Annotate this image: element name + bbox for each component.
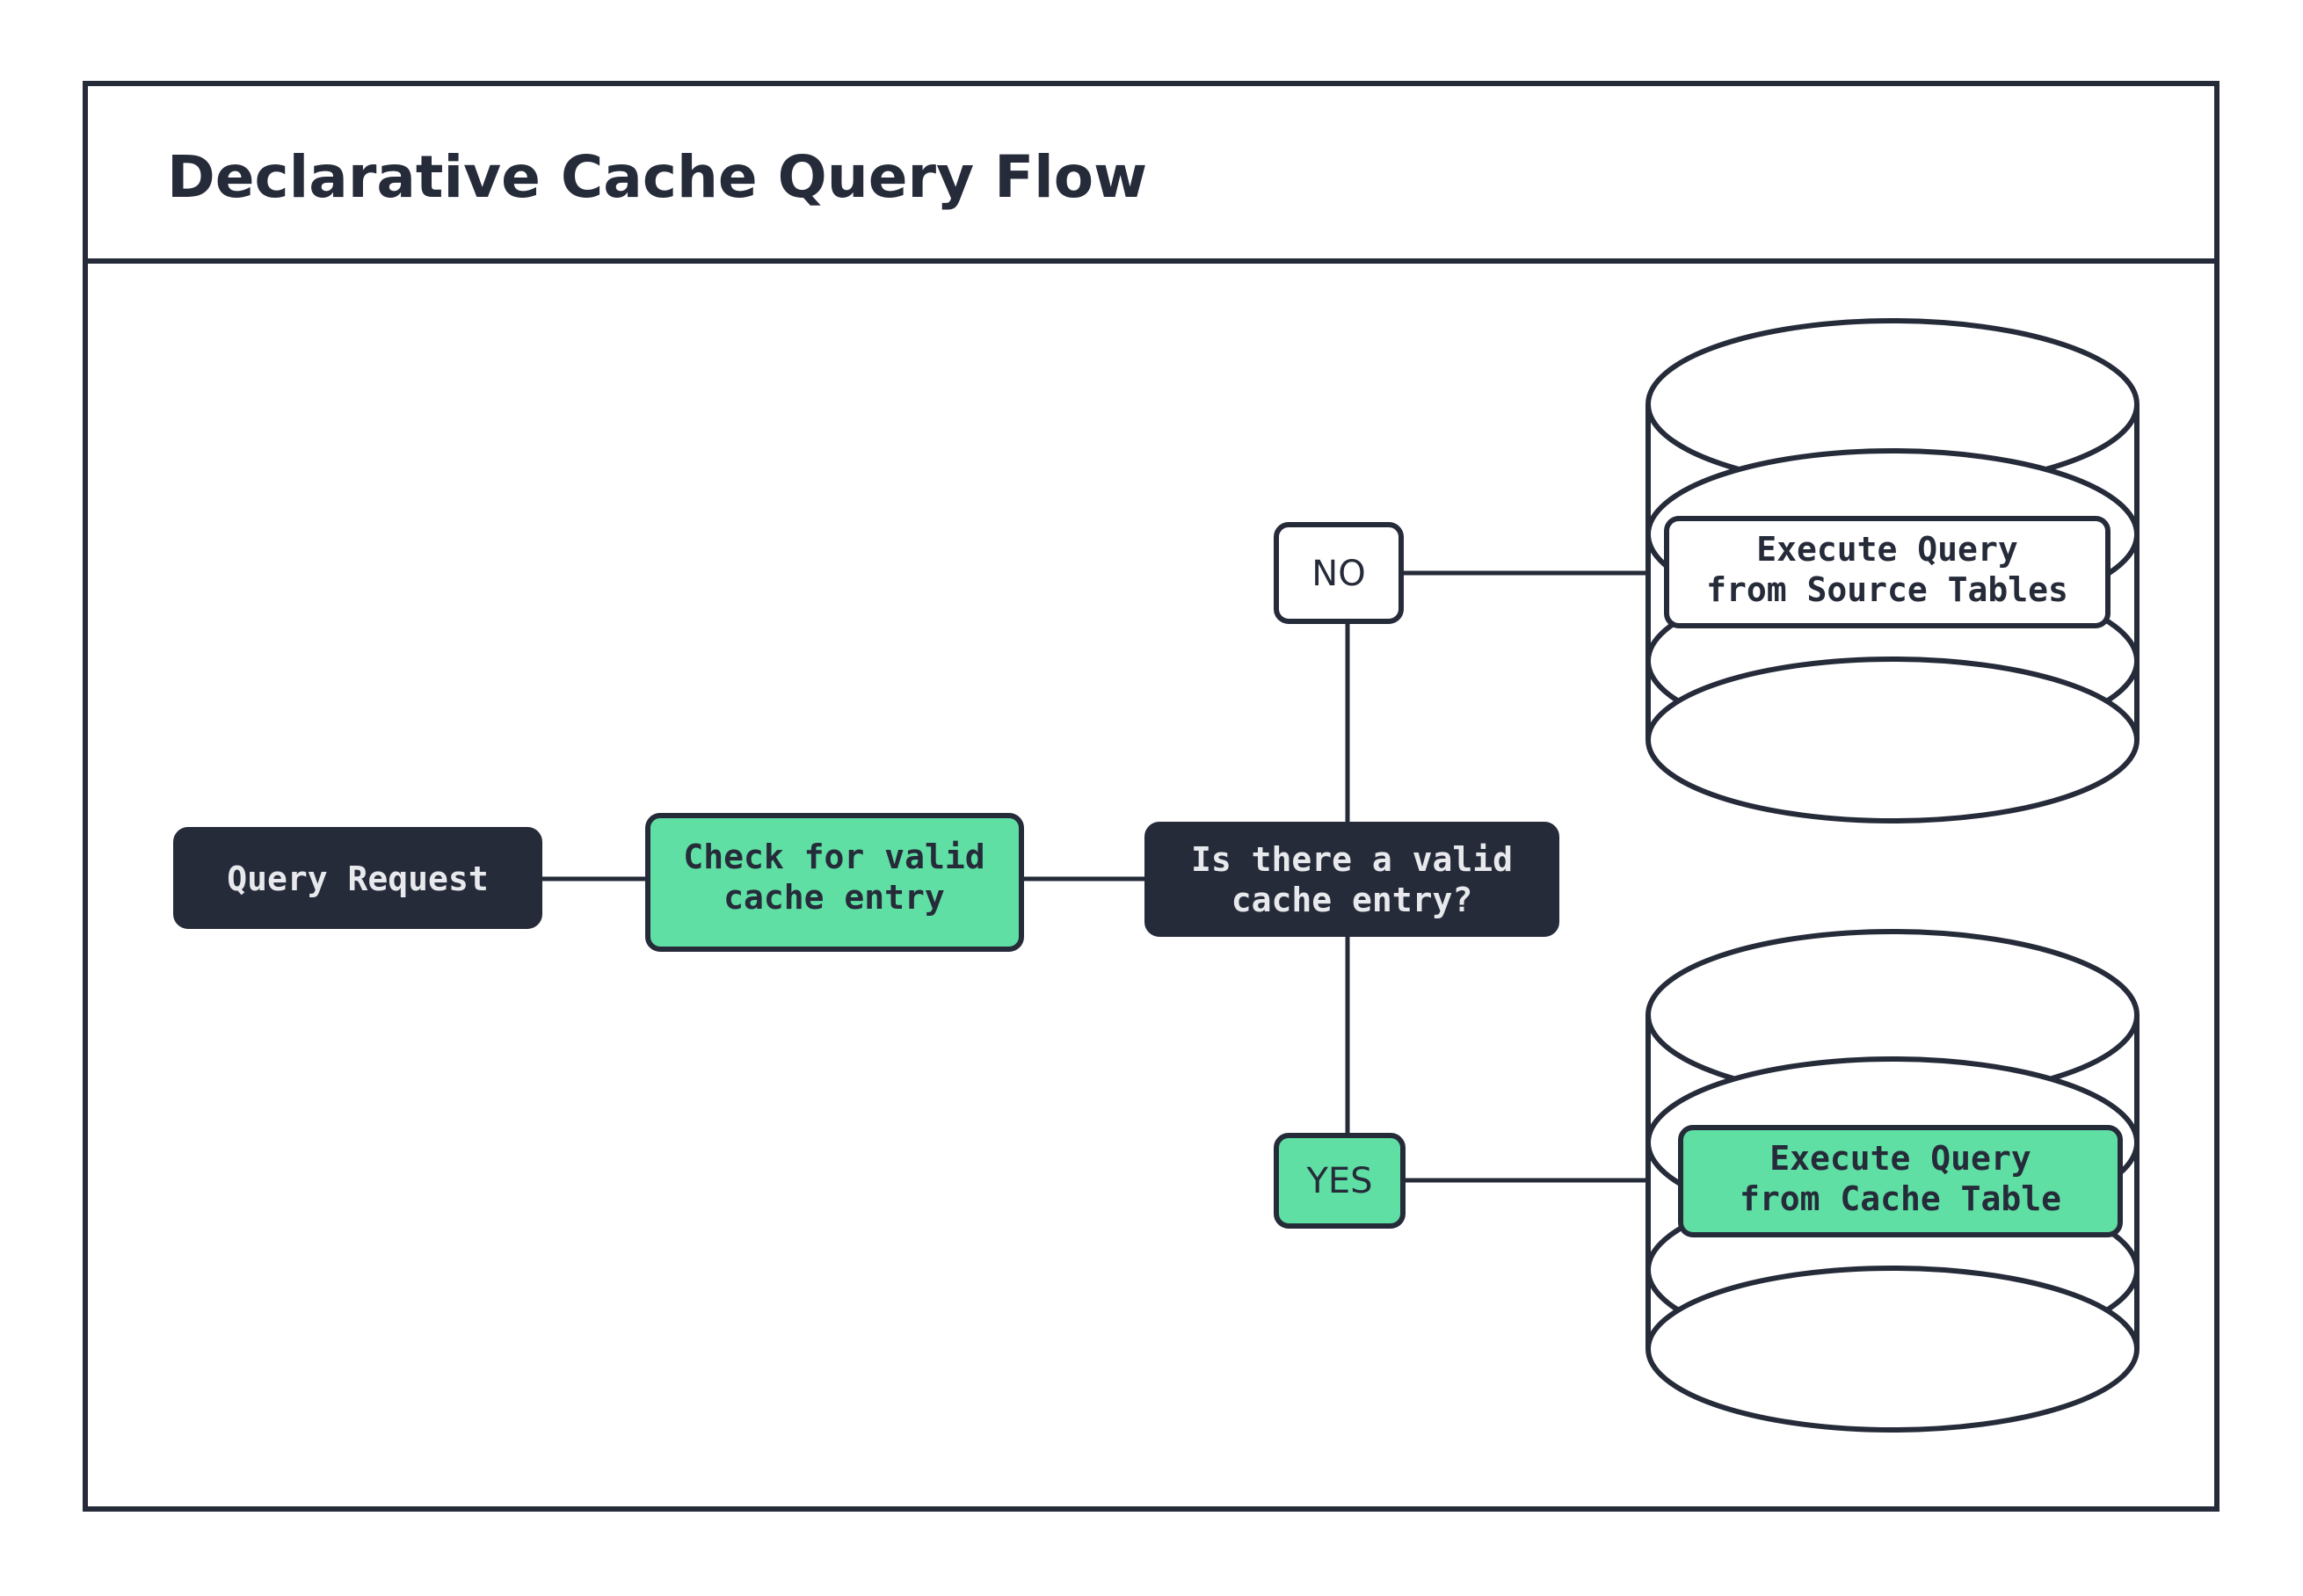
source-tables-label-line-1: Execute Query [1756, 530, 2017, 569]
query-request-node[interactable]: Query Request [173, 827, 542, 929]
branch-no-text: NO [1311, 554, 1365, 594]
decision-valid-cache-box [1144, 822, 1559, 937]
query-request-box [173, 827, 542, 929]
branch-yes-label[interactable]: YES [1274, 1133, 1406, 1229]
cache-table-label-line-2: from Cache Table [1740, 1179, 2061, 1218]
connector-lines [540, 570, 1648, 1183]
query-request-label: Query Request [227, 860, 488, 898]
branch-yes-text: YES [1305, 1161, 1372, 1201]
cache-table-db[interactable]: Execute Query from Cache Table [1646, 929, 2140, 1433]
source-tables-label-line-2: from Source Tables [1706, 570, 2068, 609]
check-cache-label-line-1: Check for valid [683, 838, 984, 876]
cache-table-label-line-1: Execute Query [1769, 1139, 2031, 1178]
decision-valid-cache-node[interactable]: Is there a valid cache entry? [1144, 822, 1559, 937]
branch-yes-box [1274, 1133, 1406, 1229]
check-cache-label-line-2: cache entry [723, 878, 945, 917]
source-tables-db[interactable]: Execute Query from Source Tables [1646, 318, 2140, 823]
page-title: Declarative Cache Query Flow [167, 143, 1147, 211]
decision-label-line-1: Is there a valid [1191, 840, 1513, 879]
branch-no-label[interactable]: NO [1274, 522, 1404, 624]
check-cache-node[interactable]: Check for valid cache entry [645, 813, 1024, 952]
check-cache-box [645, 813, 1024, 952]
branch-no-box [1274, 522, 1404, 624]
decision-label-line-2: cache entry? [1231, 881, 1473, 919]
source-tables-label-box [1664, 516, 2110, 628]
cache-table-label-box [1678, 1125, 2123, 1237]
